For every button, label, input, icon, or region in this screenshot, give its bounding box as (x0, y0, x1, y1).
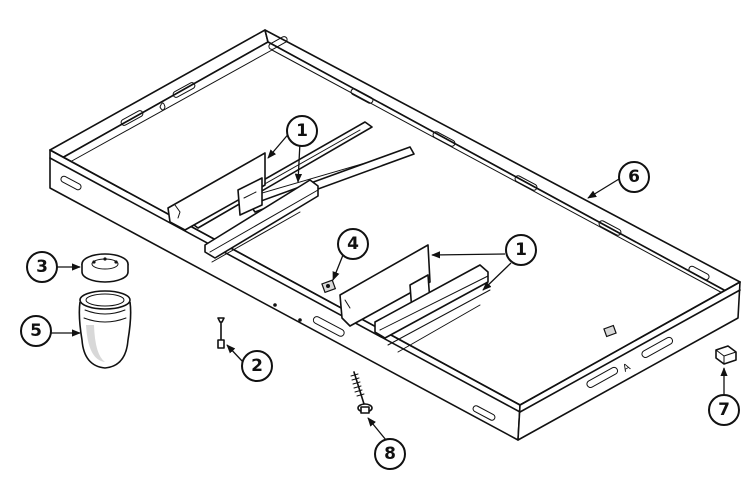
callout-1-right-label: 1 (515, 240, 527, 260)
clip (715, 345, 737, 365)
square-nut (321, 279, 337, 294)
callout-1-right: 1 (505, 234, 537, 266)
bracket-left-plate (167, 152, 266, 231)
jar (78, 290, 132, 369)
callout-5: 5 (20, 315, 52, 347)
callout-3-label: 3 (36, 257, 48, 277)
callout-6-label: 6 (628, 167, 640, 187)
screw (350, 371, 373, 414)
callout-7-label: 7 (718, 400, 730, 420)
callout-1-top-label: 1 (296, 121, 308, 141)
back-wall-slots (120, 36, 288, 126)
chassis-tray: A (49, 29, 741, 441)
end-wall-slots: A (586, 336, 674, 388)
right-wall-slots (350, 88, 710, 281)
tray-stamp: A (621, 362, 632, 375)
callout-1-top: 1 (286, 115, 318, 147)
callout-3: 3 (26, 251, 58, 283)
bracket-right-plate (339, 244, 431, 327)
callout-8: 8 (374, 438, 406, 470)
callout-6: 6 (618, 161, 650, 193)
pin (217, 317, 225, 349)
bracket-group-left (167, 121, 415, 263)
bracket-group-right (339, 244, 491, 353)
callout-4-label: 4 (347, 234, 359, 254)
callout-8-label: 8 (384, 444, 396, 464)
front-wall-slots (60, 175, 496, 421)
callout-7: 7 (708, 394, 740, 426)
jar-cap (81, 253, 129, 283)
callout-5-label: 5 (30, 321, 42, 341)
callout-2-label: 2 (251, 356, 263, 376)
callout-2: 2 (241, 350, 273, 382)
callout-4: 4 (337, 228, 369, 260)
leader-lines (49, 130, 728, 441)
